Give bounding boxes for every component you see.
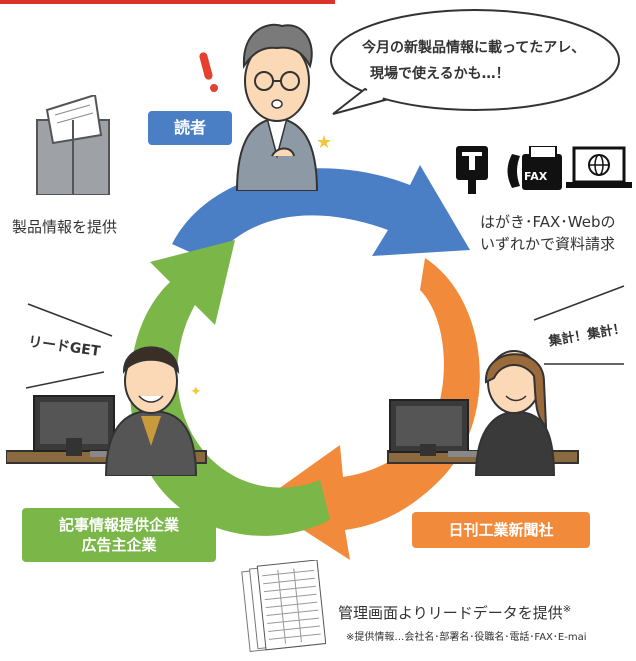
admin-footnote: ※提供情報…会社名･部署名･役職名･電話･FAX･E-mai [346,632,587,643]
admin-text-main: 管理画面よりリードデータを提供 [338,604,563,622]
laptop-icon [566,146,632,188]
speech-bubble-shape [330,9,620,115]
sparkle-icon: ✦ [190,384,202,400]
star-icon: ★ [316,132,333,153]
request-text-line1: はがき･FAX･Webの [480,213,616,231]
advertiser-label-line2: 広告主企業 [81,536,157,554]
emphasis-lines-left [25,303,113,389]
emphasis-lines-right [533,285,625,365]
fax-icon [507,146,562,190]
speech-bubble-line1: 今月の新製品情報に載ってたアレ、 [362,40,586,56]
exclamation-dot-icon [210,84,218,92]
top-rule [0,0,335,4]
advertiser-label: 記事情報提供企業 広告主企業 [22,508,216,562]
postbox-icon [456,146,488,194]
publisher-illustration [387,350,579,476]
envelope-icon [36,95,110,195]
documents-icon [241,560,326,652]
reader-label: 読者 [148,111,232,145]
advertiser-illustration [6,346,207,476]
speech-bubble-line2: 現場で使えるかも…！ [370,66,510,82]
reader-illustration [235,23,319,191]
admin-note-mark: ※ [562,604,572,615]
publisher-label: 日刊工業新聞社 [412,512,590,548]
fax-icon-text: FAX [524,170,548,183]
request-text-line2: いずれかで資料請求 [480,235,616,253]
advertiser-label-line1: 記事情報提供企業 [58,516,179,534]
admin-text: 管理画面よりリードデータを提供※ [338,600,571,623]
provide-info-label: 製品情報を提供 [12,218,118,236]
